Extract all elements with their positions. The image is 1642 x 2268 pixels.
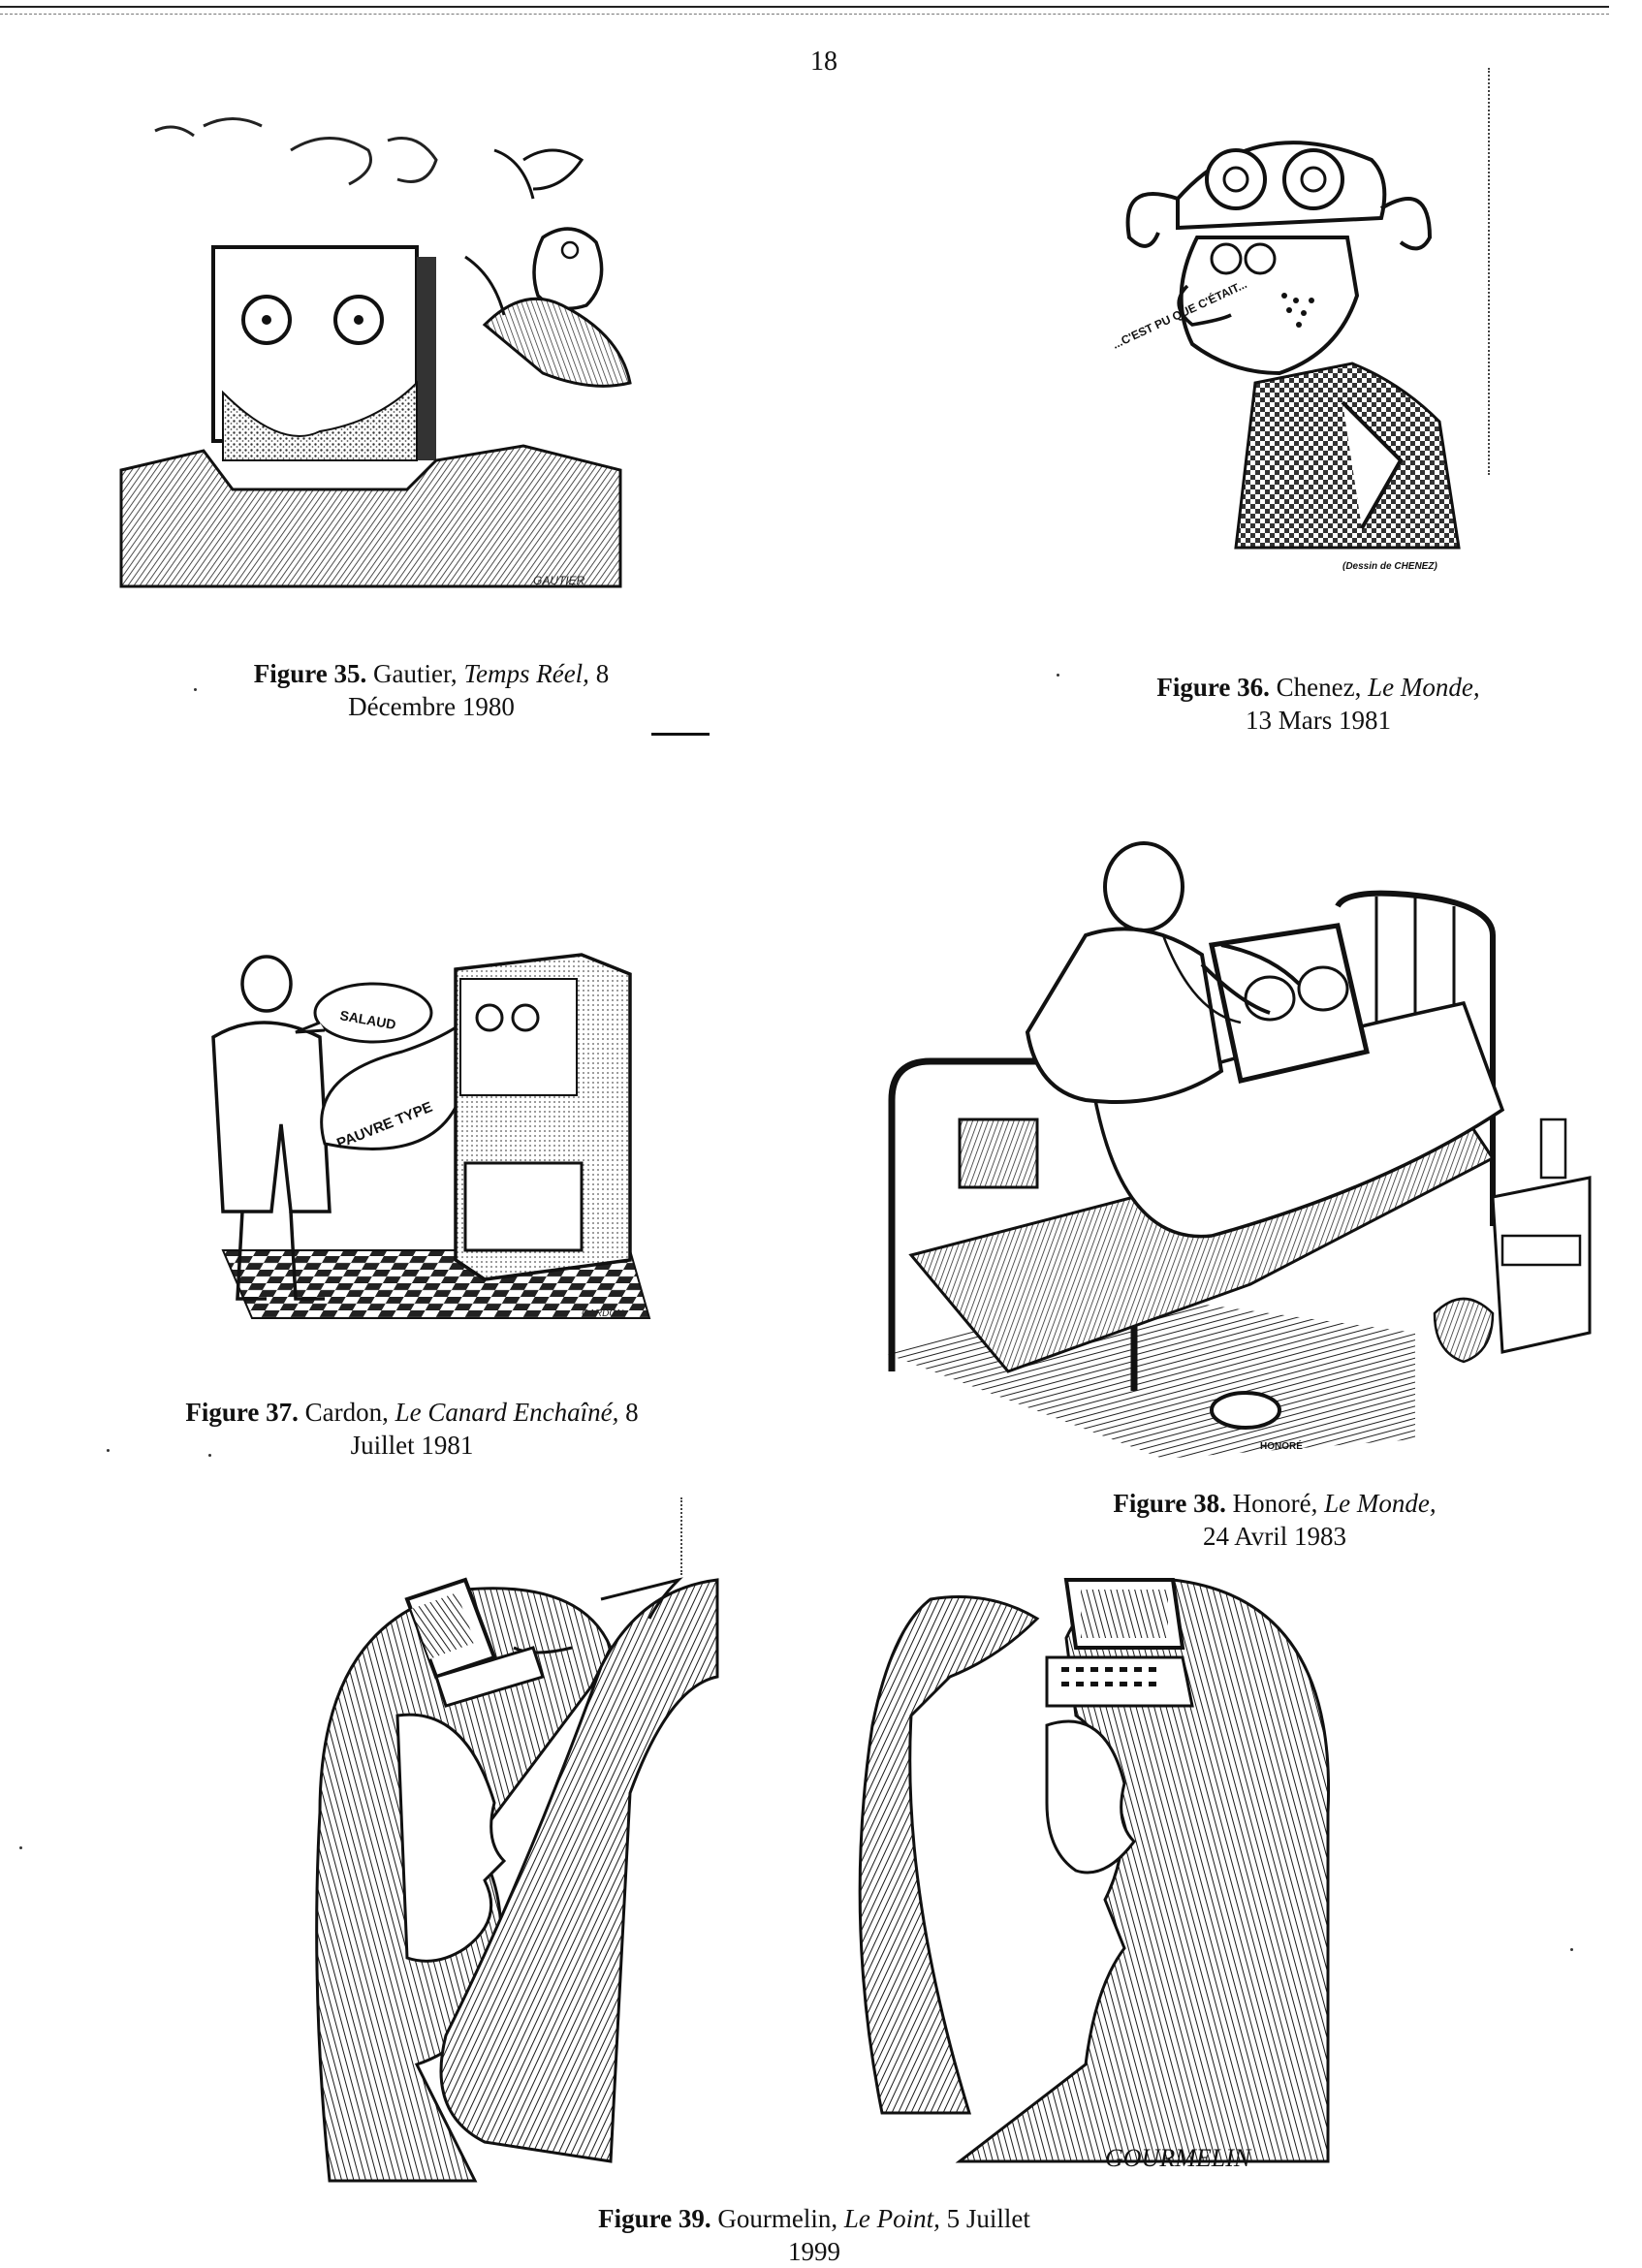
figure-39-drawing: GOURMELIN: [315, 1577, 1331, 2183]
scan-speck: [107, 1449, 110, 1452]
figure-39-cartoon: GOURMELIN: [310, 1570, 1338, 2190]
figure-39-publication: Le Point,: [843, 2204, 940, 2233]
figure-38-author: Honoré,: [1232, 1489, 1318, 1518]
figure-38-label: Figure 38.: [1113, 1489, 1226, 1518]
figure-36-author: Chenez,: [1276, 673, 1362, 702]
figure-35-author: Gautier,: [373, 659, 458, 688]
figure-35-drawing: GAUTIER: [119, 117, 632, 588]
figure-37-label: Figure 37.: [185, 1398, 299, 1427]
page-number: 18: [810, 47, 837, 77]
figure-35-underline: [651, 733, 710, 736]
scan-speck: [194, 688, 197, 691]
figure-35-date-line1: 8: [595, 659, 610, 688]
figure-36-date-line2: 13 Mars 1981: [1246, 706, 1391, 735]
figure-37-date-line2: Juillet 1981: [350, 1431, 474, 1460]
figure-37-publication: Le Canard Enchaîné,: [395, 1398, 619, 1427]
figure-36-label: Figure 36.: [1156, 673, 1270, 702]
figure-38-caption: Figure 38. Honoré, Le Monde, 24 Avril 19…: [1066, 1487, 1483, 1553]
figure-36-drawing: ...C'EST PU QUE C'ÉTAIT... (Dessin de CH…: [1110, 141, 1461, 572]
figure-37-date-line1: 8: [625, 1398, 639, 1427]
figure-38-date-line2: 24 Avril 1983: [1203, 1522, 1346, 1551]
figure-39-signature: GOURMELIN: [1105, 2144, 1252, 2172]
scan-speck: [1570, 1948, 1573, 1951]
figure-36-publication: Le Monde,: [1368, 673, 1480, 702]
figure-35-signature: GAUTIER: [533, 574, 585, 587]
figure-39-date-line1: 5 Juillet: [946, 2204, 1030, 2233]
top-border-line: [0, 6, 1609, 8]
figure-39-label: Figure 39.: [598, 2204, 711, 2233]
figure-38-publication: Le Monde,: [1324, 1489, 1437, 1518]
figure-37-drawing: SALAUD PAUVRE TYPE CARDON: [211, 953, 651, 1319]
figure-38-drawing: HONORÉ: [882, 841, 1592, 1459]
figure-36-signature: (Dessin de CHENEZ): [1342, 561, 1437, 572]
figure-36-cartoon: ...C'EST PU QUE C'ÉTAIT... (Dessin de CH…: [1090, 92, 1517, 577]
figure-35-label: Figure 35.: [253, 659, 367, 688]
scan-dotted-mark: [680, 1497, 682, 1575]
figure-37-signature: CARDON: [582, 1308, 624, 1319]
figure-37-caption: Figure 37. Cardon, Le Canard Enchaîné, 8…: [126, 1396, 698, 1462]
scan-speck: [19, 1846, 22, 1849]
figure-35-date-line2: Décembre 1980: [348, 692, 515, 721]
figure-36-caption: Figure 36. Chenez, Le Monde, 13 Mars 198…: [1086, 671, 1551, 737]
figure-37-cartoon: SALAUD PAUVRE TYPE CARDON: [165, 930, 669, 1338]
figure-35-cartoon: GAUTIER: [116, 111, 640, 596]
figure-38-cartoon: HONORÉ: [872, 829, 1599, 1468]
figure-39-caption: Figure 39. Gourmelin, Le Point, 5 Juille…: [504, 2202, 1124, 2268]
scan-speck: [1057, 674, 1059, 677]
scan-edge-mark: [1488, 68, 1490, 475]
figure-38-signature: HONORÉ: [1260, 1439, 1303, 1452]
top-border-dashed: [0, 14, 1609, 15]
figure-37-author: Cardon,: [304, 1398, 389, 1427]
figure-39-date-line2: 1999: [788, 2237, 840, 2266]
scan-speck: [208, 1454, 211, 1457]
figure-35-caption: Figure 35. Gautier, Temps Réel, 8 Décemb…: [165, 657, 698, 723]
figure-35-publication: Temps Réel,: [463, 659, 589, 688]
figure-39-author: Gourmelin,: [717, 2204, 838, 2233]
